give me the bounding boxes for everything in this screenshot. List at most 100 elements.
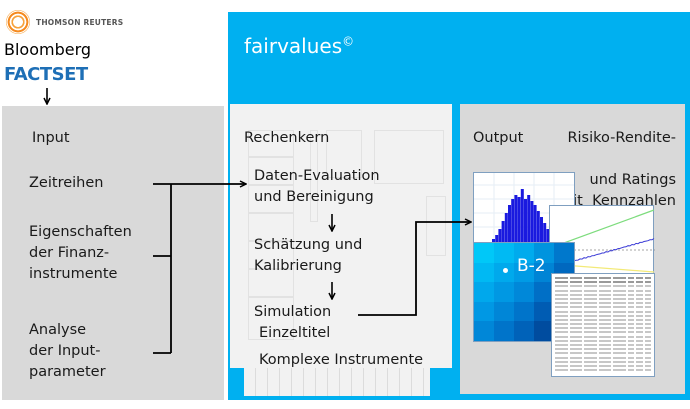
histogram-bar bbox=[527, 195, 531, 243]
copyright-mark: © bbox=[342, 34, 355, 49]
table-cell bbox=[569, 344, 583, 346]
table-cell bbox=[628, 310, 635, 313]
table-cell bbox=[598, 360, 612, 363]
table-cell bbox=[555, 323, 568, 326]
input-panel bbox=[2, 106, 224, 400]
table-cell bbox=[613, 306, 627, 309]
table-cell bbox=[636, 369, 643, 372]
table-cell bbox=[636, 293, 643, 296]
table-cell bbox=[555, 314, 568, 317]
table-cell bbox=[628, 331, 635, 334]
output-heading: Output bbox=[473, 130, 524, 146]
table-cell bbox=[584, 302, 597, 305]
output-desc-line: Risiko-Rendite- bbox=[567, 130, 676, 146]
table-cell bbox=[555, 364, 568, 367]
table-cell bbox=[584, 318, 597, 321]
core-step-line: Daten-Evaluation bbox=[254, 168, 380, 184]
table-cell bbox=[569, 285, 583, 288]
table-cell bbox=[555, 369, 568, 372]
table-row bbox=[555, 280, 651, 284]
table-cell bbox=[555, 318, 568, 321]
input-item-line: Analyse bbox=[29, 322, 87, 338]
table-cell bbox=[584, 356, 597, 359]
heatmap-cell bbox=[514, 282, 534, 302]
table-cell bbox=[636, 356, 643, 359]
table-cell bbox=[628, 289, 635, 292]
table-cell bbox=[644, 344, 651, 346]
core-step-simulation: Simulation bbox=[254, 304, 332, 320]
table-cell bbox=[569, 364, 583, 367]
table-cell bbox=[598, 331, 612, 334]
histogram-bar bbox=[533, 205, 537, 243]
histogram-bar bbox=[504, 213, 508, 243]
table-row bbox=[555, 343, 651, 347]
table-cell bbox=[584, 289, 597, 292]
histogram-bar bbox=[536, 211, 540, 243]
rechenkern-heading: Rechenkern bbox=[244, 130, 330, 146]
table-cell bbox=[613, 302, 627, 305]
histogram-bar bbox=[508, 205, 511, 243]
table-cell bbox=[636, 364, 643, 367]
table-cell bbox=[555, 360, 568, 363]
table-cell bbox=[569, 310, 583, 313]
table-cell bbox=[636, 297, 643, 300]
heatmap-cell bbox=[514, 321, 534, 341]
heatmap-cell bbox=[474, 262, 494, 283]
table-cell bbox=[636, 281, 643, 284]
core-sub-einzeltitel: Einzeltitel bbox=[259, 325, 331, 341]
table-cell bbox=[644, 348, 651, 351]
table-cell bbox=[636, 306, 643, 309]
histogram-bar bbox=[546, 229, 550, 243]
table-cell bbox=[598, 314, 612, 317]
ghost-box bbox=[248, 156, 294, 158]
table-cell bbox=[555, 331, 568, 334]
table-cell bbox=[613, 344, 627, 346]
ratings-table-thumbnail bbox=[551, 273, 655, 377]
table-row bbox=[555, 368, 651, 372]
upper-bound-line bbox=[549, 209, 655, 249]
input-item-line: Eigenschaften bbox=[29, 224, 132, 240]
histogram-bar bbox=[520, 189, 524, 243]
table-cell bbox=[598, 323, 612, 326]
table-cell bbox=[644, 306, 651, 309]
table-cell bbox=[644, 318, 651, 321]
table-cell bbox=[569, 306, 583, 309]
table-cell bbox=[628, 297, 635, 300]
table-cell bbox=[569, 339, 583, 342]
heatmap-cell bbox=[494, 321, 514, 341]
table-row bbox=[555, 347, 651, 351]
thomson-reuters-logo: THOMSON REUTERS bbox=[6, 10, 126, 34]
histogram-bar bbox=[492, 239, 495, 243]
table-cell bbox=[613, 369, 627, 372]
table-cell bbox=[644, 310, 651, 313]
heatmap-marker bbox=[503, 268, 508, 273]
table-cell bbox=[644, 369, 651, 372]
table-cell bbox=[569, 293, 583, 296]
table-cell bbox=[555, 297, 568, 300]
table-cell bbox=[644, 331, 651, 334]
table-cell bbox=[555, 352, 568, 355]
table-cell bbox=[569, 297, 583, 300]
table-cell bbox=[636, 331, 643, 334]
table-cell bbox=[569, 323, 583, 326]
table-cell bbox=[584, 323, 597, 326]
bloomberg-logo: Bloomberg bbox=[4, 40, 92, 59]
table-row bbox=[555, 297, 651, 301]
input-item-line: der Finanz- bbox=[29, 245, 110, 261]
table-cell bbox=[555, 302, 568, 305]
table-cell bbox=[644, 297, 651, 300]
table-cell bbox=[569, 327, 583, 330]
core-sub-komplexe: Komplexe Instrumente bbox=[259, 352, 424, 368]
thomson-reuters-label: THOMSON REUTERS bbox=[36, 17, 124, 27]
histogram-bar bbox=[540, 217, 543, 243]
table-cell bbox=[584, 293, 597, 296]
table-cell bbox=[598, 293, 612, 296]
heatmap-cell bbox=[514, 262, 534, 283]
table-cell bbox=[555, 344, 568, 346]
table-cell bbox=[598, 310, 612, 313]
table-cell bbox=[598, 339, 612, 342]
table-cell bbox=[569, 369, 583, 372]
table-cell bbox=[644, 302, 651, 305]
ghost-box bbox=[426, 196, 446, 256]
heatmap-cell bbox=[534, 282, 554, 302]
